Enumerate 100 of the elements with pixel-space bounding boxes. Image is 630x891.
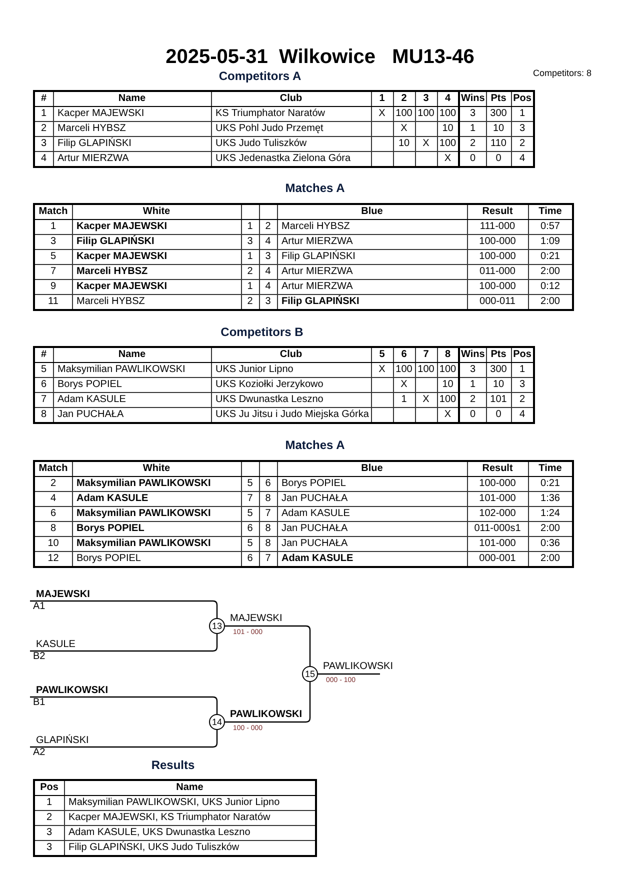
win-count: 1: [459, 122, 486, 136]
seed-number: 4: [259, 280, 277, 294]
bout-score: X: [415, 136, 437, 152]
match-number: 1: [34, 220, 72, 234]
bout-score: 10: [437, 122, 459, 136]
club-name: UKS Pohl Judo Przemęt: [211, 122, 371, 136]
section-heading: Competitors A: [218, 69, 302, 83]
athlete-name: Jan PUCHAŁA: [277, 492, 467, 506]
column-header: 4: [437, 91, 459, 106]
athlete-name: Adam KASULE: [277, 506, 467, 522]
match-result: 102-000: [467, 506, 528, 522]
match-time: 2:00: [528, 264, 573, 280]
column-header: 8: [437, 347, 459, 362]
bracket-line: [225, 625, 311, 666]
match-number: 4: [34, 492, 72, 506]
column-header: Pts: [486, 91, 511, 106]
bracket-line: [30, 634, 218, 652]
bout-score: 100: [393, 106, 415, 122]
match-result: 011-000: [467, 264, 528, 280]
column-header: Time: [528, 461, 573, 476]
match-number: 3: [34, 234, 72, 250]
seed-number: 6: [241, 522, 259, 536]
competitor-slot: MAJEWSKI: [36, 589, 215, 601]
bracket-line: [30, 696, 218, 714]
match-time: 0:36: [528, 536, 573, 552]
match-number: 9: [34, 280, 72, 294]
competitor-slot: GLAPIŃSKI: [36, 735, 215, 747]
seed-number: 8: [259, 536, 277, 552]
match-result: 101-000: [467, 536, 528, 552]
winner-name: PAWLIKOWSKI: [230, 709, 302, 721]
seed-number: 8: [259, 492, 277, 506]
athlete-name: Jan PUCHAŁA: [277, 536, 467, 552]
bout-score: X: [393, 378, 415, 392]
bout-score: 100: [415, 362, 437, 378]
club-name: UKS Dwunastka Leszno: [211, 392, 371, 408]
section-heading: Competitors B: [220, 325, 304, 339]
column-header: White: [72, 461, 241, 476]
match-time: 0:21: [528, 250, 573, 264]
competitor-count: Competitors: 8: [533, 68, 592, 78]
bout-score: 100: [437, 362, 459, 378]
column-header: Club: [211, 91, 371, 106]
final-position: 2: [511, 136, 534, 152]
athlete-name: Maksymilian PAWLIKOWSKI: [72, 536, 241, 552]
column-header: 5: [371, 347, 393, 362]
match-circle: 13: [209, 618, 225, 634]
club-name: UKS Koziołki Jerzykowo: [211, 378, 371, 392]
bout-score: X: [415, 392, 437, 408]
points-total: 300: [486, 362, 511, 378]
win-count: 3: [459, 362, 486, 378]
points-total: 10: [486, 122, 511, 136]
column-header: Pos: [511, 347, 534, 362]
final-position: 3: [511, 378, 534, 392]
club-name: KS Triumphator Naratów: [211, 106, 371, 122]
win-count: 3: [459, 106, 486, 122]
match-result: 100-000: [467, 280, 528, 294]
seed-label: B2: [33, 652, 46, 662]
athlete-name: Kacper MAJEWSKI: [72, 220, 241, 234]
column-header: White: [72, 204, 241, 220]
match-circle: 14: [209, 714, 225, 730]
row-number: 3: [34, 136, 53, 152]
section-heading: Matches A: [285, 438, 345, 452]
points-total: 101: [486, 392, 511, 408]
match-number: 8: [34, 522, 72, 536]
row-number: 1: [34, 106, 53, 122]
seed-number: 7: [241, 492, 259, 506]
bracket-line: [30, 600, 218, 618]
athlete-name: Kacper MAJEWSKI: [53, 106, 211, 122]
match-time: 2:00: [528, 522, 573, 536]
win-count: 2: [459, 392, 486, 408]
club-name: UKS Judo Tuliszków: [211, 136, 371, 152]
column-header: Pts: [486, 347, 511, 362]
seed-number: 4: [259, 264, 277, 280]
athlete-name: Maksymilian PAWLIKOWSKI: [53, 362, 211, 378]
final-position: 1: [511, 362, 534, 378]
final-position: 3: [511, 122, 534, 136]
points-total: 300: [486, 106, 511, 122]
seed-number: 7: [259, 506, 277, 522]
bout-score: 100: [415, 106, 437, 122]
seed-number: 2: [241, 264, 259, 280]
seed-number: 1: [241, 280, 259, 294]
final-position: 1: [511, 106, 534, 122]
column-header: Wins: [459, 91, 486, 106]
seed-number: 5: [241, 536, 259, 552]
athlete-name: Marceli HYBSZ: [53, 122, 211, 136]
match-time: 0:21: [528, 476, 573, 492]
column-header: Blue: [277, 461, 467, 476]
athlete-name: Adam KASULE, UKS Dwunastka Leszno: [64, 826, 316, 840]
athlete-name: Marceli HYBSZ: [72, 264, 241, 280]
win-count: 0: [459, 152, 486, 167]
column-header: Club: [211, 347, 371, 362]
athlete-name: Maksymilian PAWLIKOWSKI: [72, 476, 241, 492]
athlete-name: Adam KASULE: [53, 392, 211, 408]
seed-number: 5: [241, 506, 259, 522]
match-result: 111-000: [467, 220, 528, 234]
section-heading: Results: [151, 758, 195, 772]
column-header: Time: [528, 204, 573, 220]
final-position: 3: [34, 826, 64, 840]
match-result: 100-000: [467, 250, 528, 264]
column-header: Blue: [277, 204, 467, 220]
row-number: 2: [34, 122, 53, 136]
